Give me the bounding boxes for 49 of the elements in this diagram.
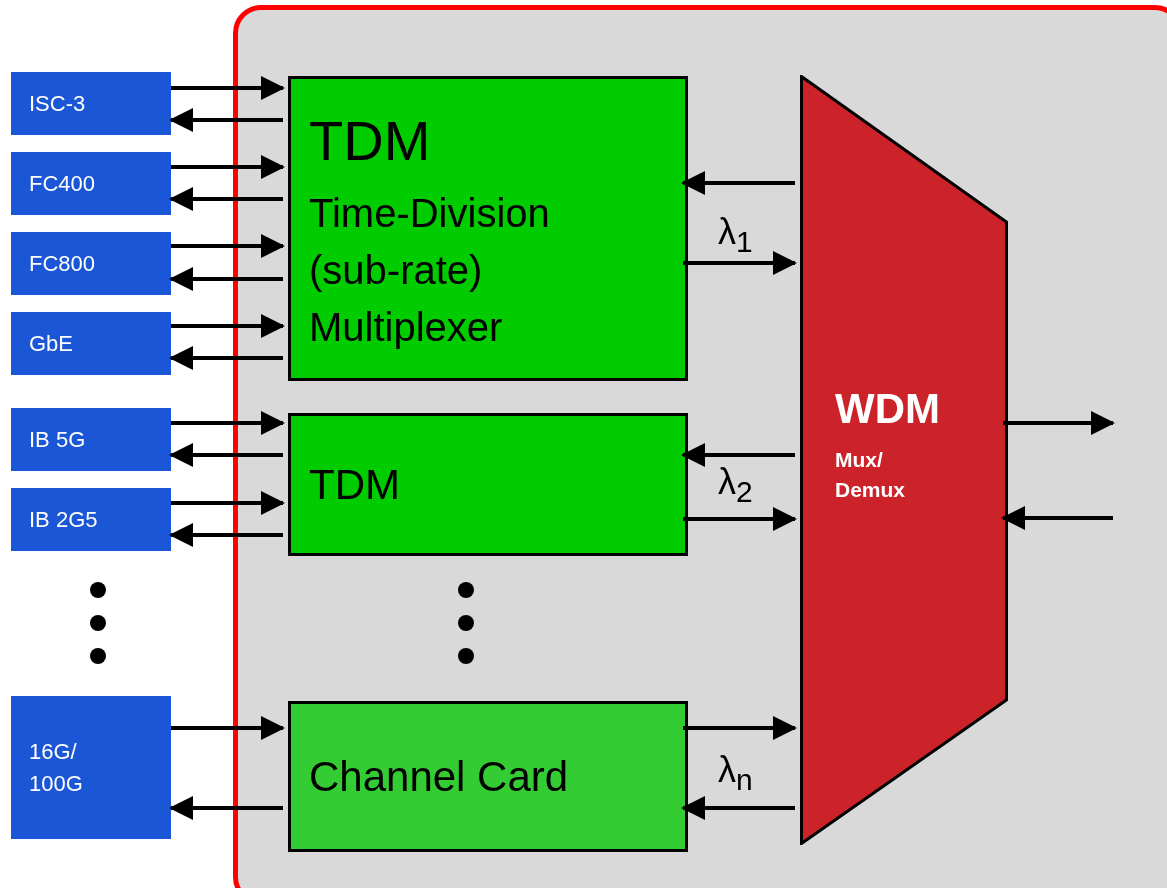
port-label: ISC-3 [29, 89, 87, 118]
arrow [169, 346, 283, 370]
box-title: TDM [309, 111, 431, 171]
port-box [11, 488, 171, 551]
wavelength-label: λ$_{1}$ [718, 212, 753, 261]
box-description: Time-Division (sub-rate) Multiplexer [309, 190, 551, 351]
arrow [169, 523, 283, 547]
port-box [11, 72, 171, 135]
port-box [11, 696, 171, 839]
arrow [683, 251, 797, 275]
arrow [171, 716, 285, 740]
port-label: IB 5G [29, 425, 87, 454]
arrow [681, 443, 795, 467]
mux-subtitle: Mux/ Demux [835, 447, 907, 503]
channel-card-box [288, 701, 688, 852]
box-title: Channel Card [309, 751, 569, 802]
arrow [169, 108, 283, 132]
arrow [171, 76, 285, 100]
arrow [681, 796, 795, 820]
multiplexer-box [288, 76, 688, 381]
arrow [171, 314, 285, 338]
arrow [683, 716, 797, 740]
arrow [171, 155, 285, 179]
arrow [169, 267, 283, 291]
arrow [681, 171, 795, 195]
mux-title: WDM [835, 385, 940, 433]
port-label: FC800 [29, 249, 97, 278]
arrow [171, 411, 285, 435]
arrow [683, 507, 797, 531]
wavelength-label: λ$_{n}$ [718, 750, 753, 799]
port-label: IB 2G5 [29, 505, 99, 534]
arrow [1003, 411, 1115, 435]
multiplexer-box [288, 413, 688, 556]
arrow [169, 443, 283, 467]
box-title: TDM [309, 459, 400, 510]
port-box [11, 408, 171, 471]
arrow [169, 796, 283, 820]
port-box [11, 312, 171, 375]
wavelength-label: λ$_{2}$ [718, 462, 753, 511]
port-box [11, 232, 171, 295]
port-label: 16G/ 100G [29, 737, 84, 798]
system-frame [233, 5, 1167, 888]
arrow [1001, 506, 1113, 530]
port-label: GbE [29, 329, 75, 358]
arrow [171, 234, 285, 258]
port-label: FC400 [29, 169, 97, 198]
port-box [11, 152, 171, 215]
arrow [171, 491, 285, 515]
arrow [169, 187, 283, 211]
